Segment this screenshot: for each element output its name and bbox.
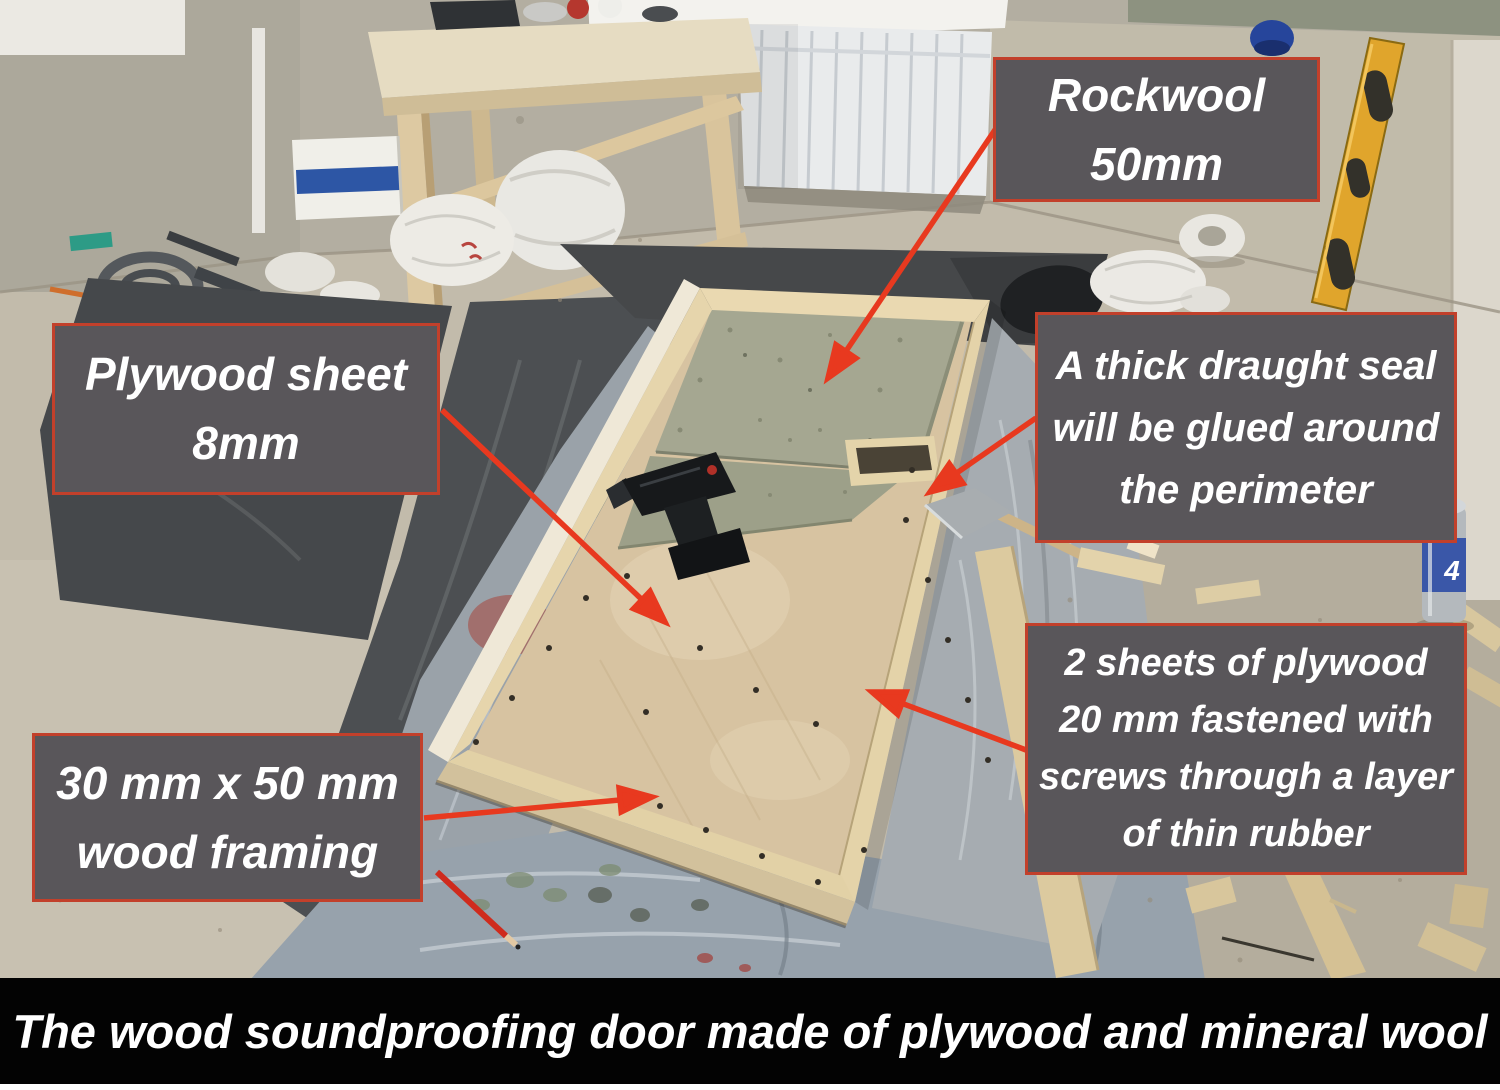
label-plywood-layers: 2 sheets of plywood 20 mm fastened with … (1025, 623, 1467, 875)
spirit-level (1310, 36, 1406, 312)
lock-notch (845, 436, 940, 486)
label-wood-framing: 30 mm x 50 mm wood framing (32, 733, 423, 902)
bench-tools (430, 0, 678, 30)
caption-text: The wood soundproofing door made of plyw… (12, 1004, 1488, 1058)
bottom-white-strip (0, 1084, 1500, 1090)
label-wood-framing-text: 30 mm x 50 mm wood framing (56, 756, 399, 878)
label-plywood-layers-text: 2 sheets of plywood 20 mm fastened with … (1039, 642, 1453, 855)
caption-bar: The wood soundproofing door made of plyw… (0, 978, 1500, 1084)
spray-can-label: 4 (1443, 555, 1460, 586)
storage-box (292, 135, 404, 220)
teal-scrap (69, 231, 113, 252)
label-rockwool-text: Rockwool 50mm (1047, 68, 1266, 190)
label-plywood-sheet: Plywood sheet 8mm (52, 323, 440, 495)
red-pencil (434, 869, 521, 950)
label-rockwool: Rockwool 50mm (993, 57, 1320, 202)
white-bag-right (1090, 250, 1230, 314)
label-draught-seal-text: A thick draught seal will be glued aroun… (1052, 343, 1440, 512)
tape-roll (1179, 214, 1245, 268)
blue-cap (1250, 20, 1294, 56)
radiator (738, 24, 992, 214)
red-cup (567, 0, 589, 19)
label-plywood-sheet-text: Plywood sheet 8mm (84, 348, 408, 469)
label-draught-seal: A thick draught seal will be glued aroun… (1035, 312, 1457, 543)
